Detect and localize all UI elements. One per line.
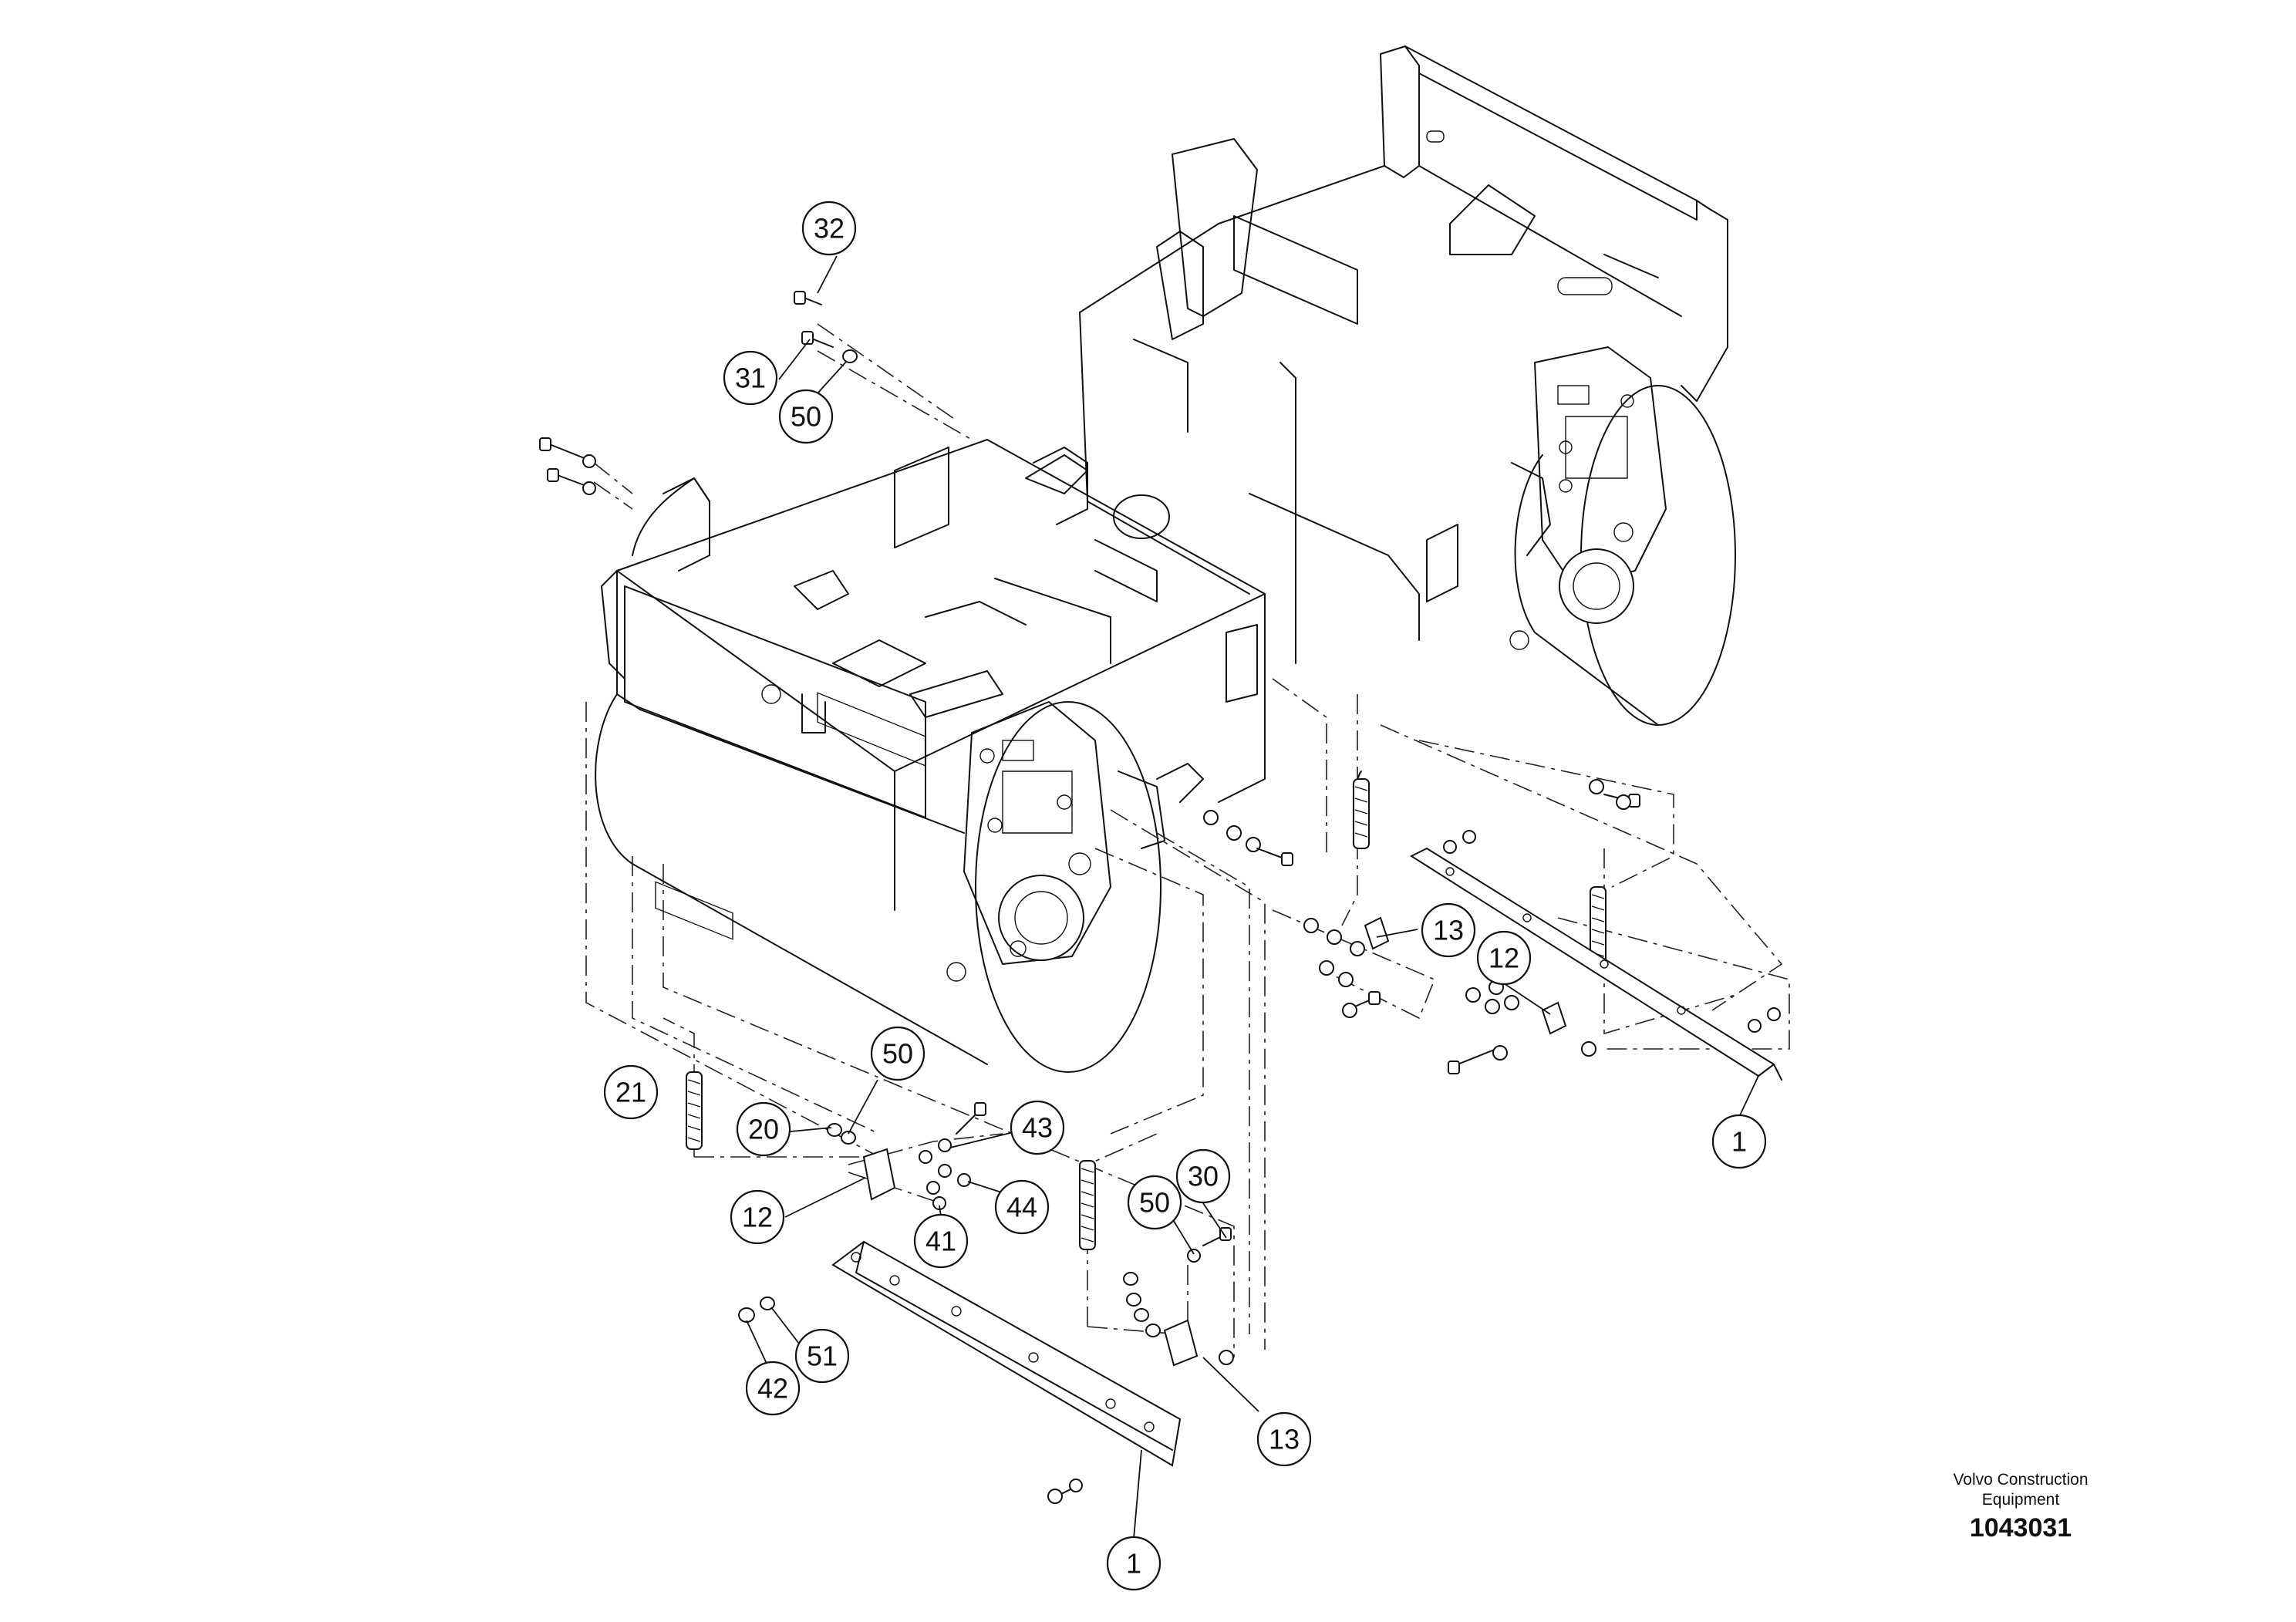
scraper-bar-front (738, 1240, 1182, 1504)
callout-43: 43 (1010, 1100, 1065, 1155)
callout-13: 13 (1256, 1411, 1312, 1467)
callout-51: 51 (794, 1328, 850, 1384)
svg-text:12: 12 (1489, 943, 1519, 974)
svg-text:13: 13 (1269, 1424, 1300, 1455)
svg-text:20: 20 (748, 1114, 779, 1145)
leader-lines (746, 255, 1759, 1539)
svg-text:41: 41 (925, 1226, 956, 1257)
callout-21: 21 (603, 1064, 659, 1120)
bracket-13-front (1123, 1227, 1234, 1367)
callout-12: 12 (1476, 930, 1532, 986)
spring-21 (686, 1071, 703, 1150)
callout-32: 32 (801, 201, 857, 256)
bolt-31-washer-50 (801, 331, 858, 363)
callout-44: 44 (994, 1179, 1050, 1235)
bracket-13-rear (1303, 916, 1390, 1018)
callout-31: 31 (723, 350, 778, 406)
bolt-32 (794, 291, 822, 305)
assembly-lines (585, 323, 1790, 1357)
callout-30: 30 (1175, 1148, 1231, 1204)
svg-text:13: 13 (1433, 915, 1464, 946)
bracket-12-rear (1448, 980, 1596, 1074)
svg-text:32: 32 (814, 213, 845, 244)
svg-text:42: 42 (757, 1373, 788, 1404)
svg-text:21: 21 (615, 1077, 646, 1108)
company-name-line2: Equipment (1981, 1491, 2060, 1509)
svg-text:30: 30 (1188, 1161, 1219, 1192)
callout-13: 13 (1421, 902, 1476, 958)
company-name-line1: Volvo Construction (1953, 1471, 2089, 1489)
svg-text:1: 1 (1126, 1548, 1141, 1580)
callout-20: 20 (736, 1101, 791, 1157)
callout-50: 50 (870, 1026, 925, 1081)
bolts-rear-top (1589, 779, 1640, 810)
callout-12: 12 (730, 1189, 785, 1245)
document-id: 1043031 (1969, 1513, 2072, 1543)
spring-front-mid (1079, 1160, 1096, 1250)
spring-rear-left (1353, 771, 1370, 849)
svg-text:50: 50 (882, 1038, 913, 1070)
svg-text:12: 12 (742, 1202, 773, 1233)
svg-text:44: 44 (1006, 1192, 1037, 1223)
svg-text:51: 51 (807, 1340, 838, 1372)
svg-text:1: 1 (1731, 1126, 1747, 1158)
bolts-front-right (1203, 810, 1293, 866)
callout-50: 50 (778, 389, 834, 444)
callout-42: 42 (745, 1361, 801, 1416)
svg-text:50: 50 (791, 401, 821, 433)
bracket-12-front (827, 1102, 986, 1210)
svg-text:43: 43 (1022, 1112, 1053, 1144)
callout-1: 1 (1711, 1114, 1767, 1169)
callout-1: 1 (1106, 1536, 1161, 1591)
svg-text:31: 31 (735, 363, 766, 394)
svg-text:50: 50 (1139, 1187, 1170, 1219)
front-frame-assembly (595, 439, 1266, 1073)
bolts-left-ear (539, 437, 596, 495)
scraper-bar-rear (1409, 830, 1782, 1081)
company-name: Volvo Construction Equipment (1882, 1470, 2159, 1510)
rear-frame-assembly (1079, 46, 1736, 726)
callout-50: 50 (1127, 1175, 1182, 1230)
callout-41: 41 (913, 1213, 969, 1269)
